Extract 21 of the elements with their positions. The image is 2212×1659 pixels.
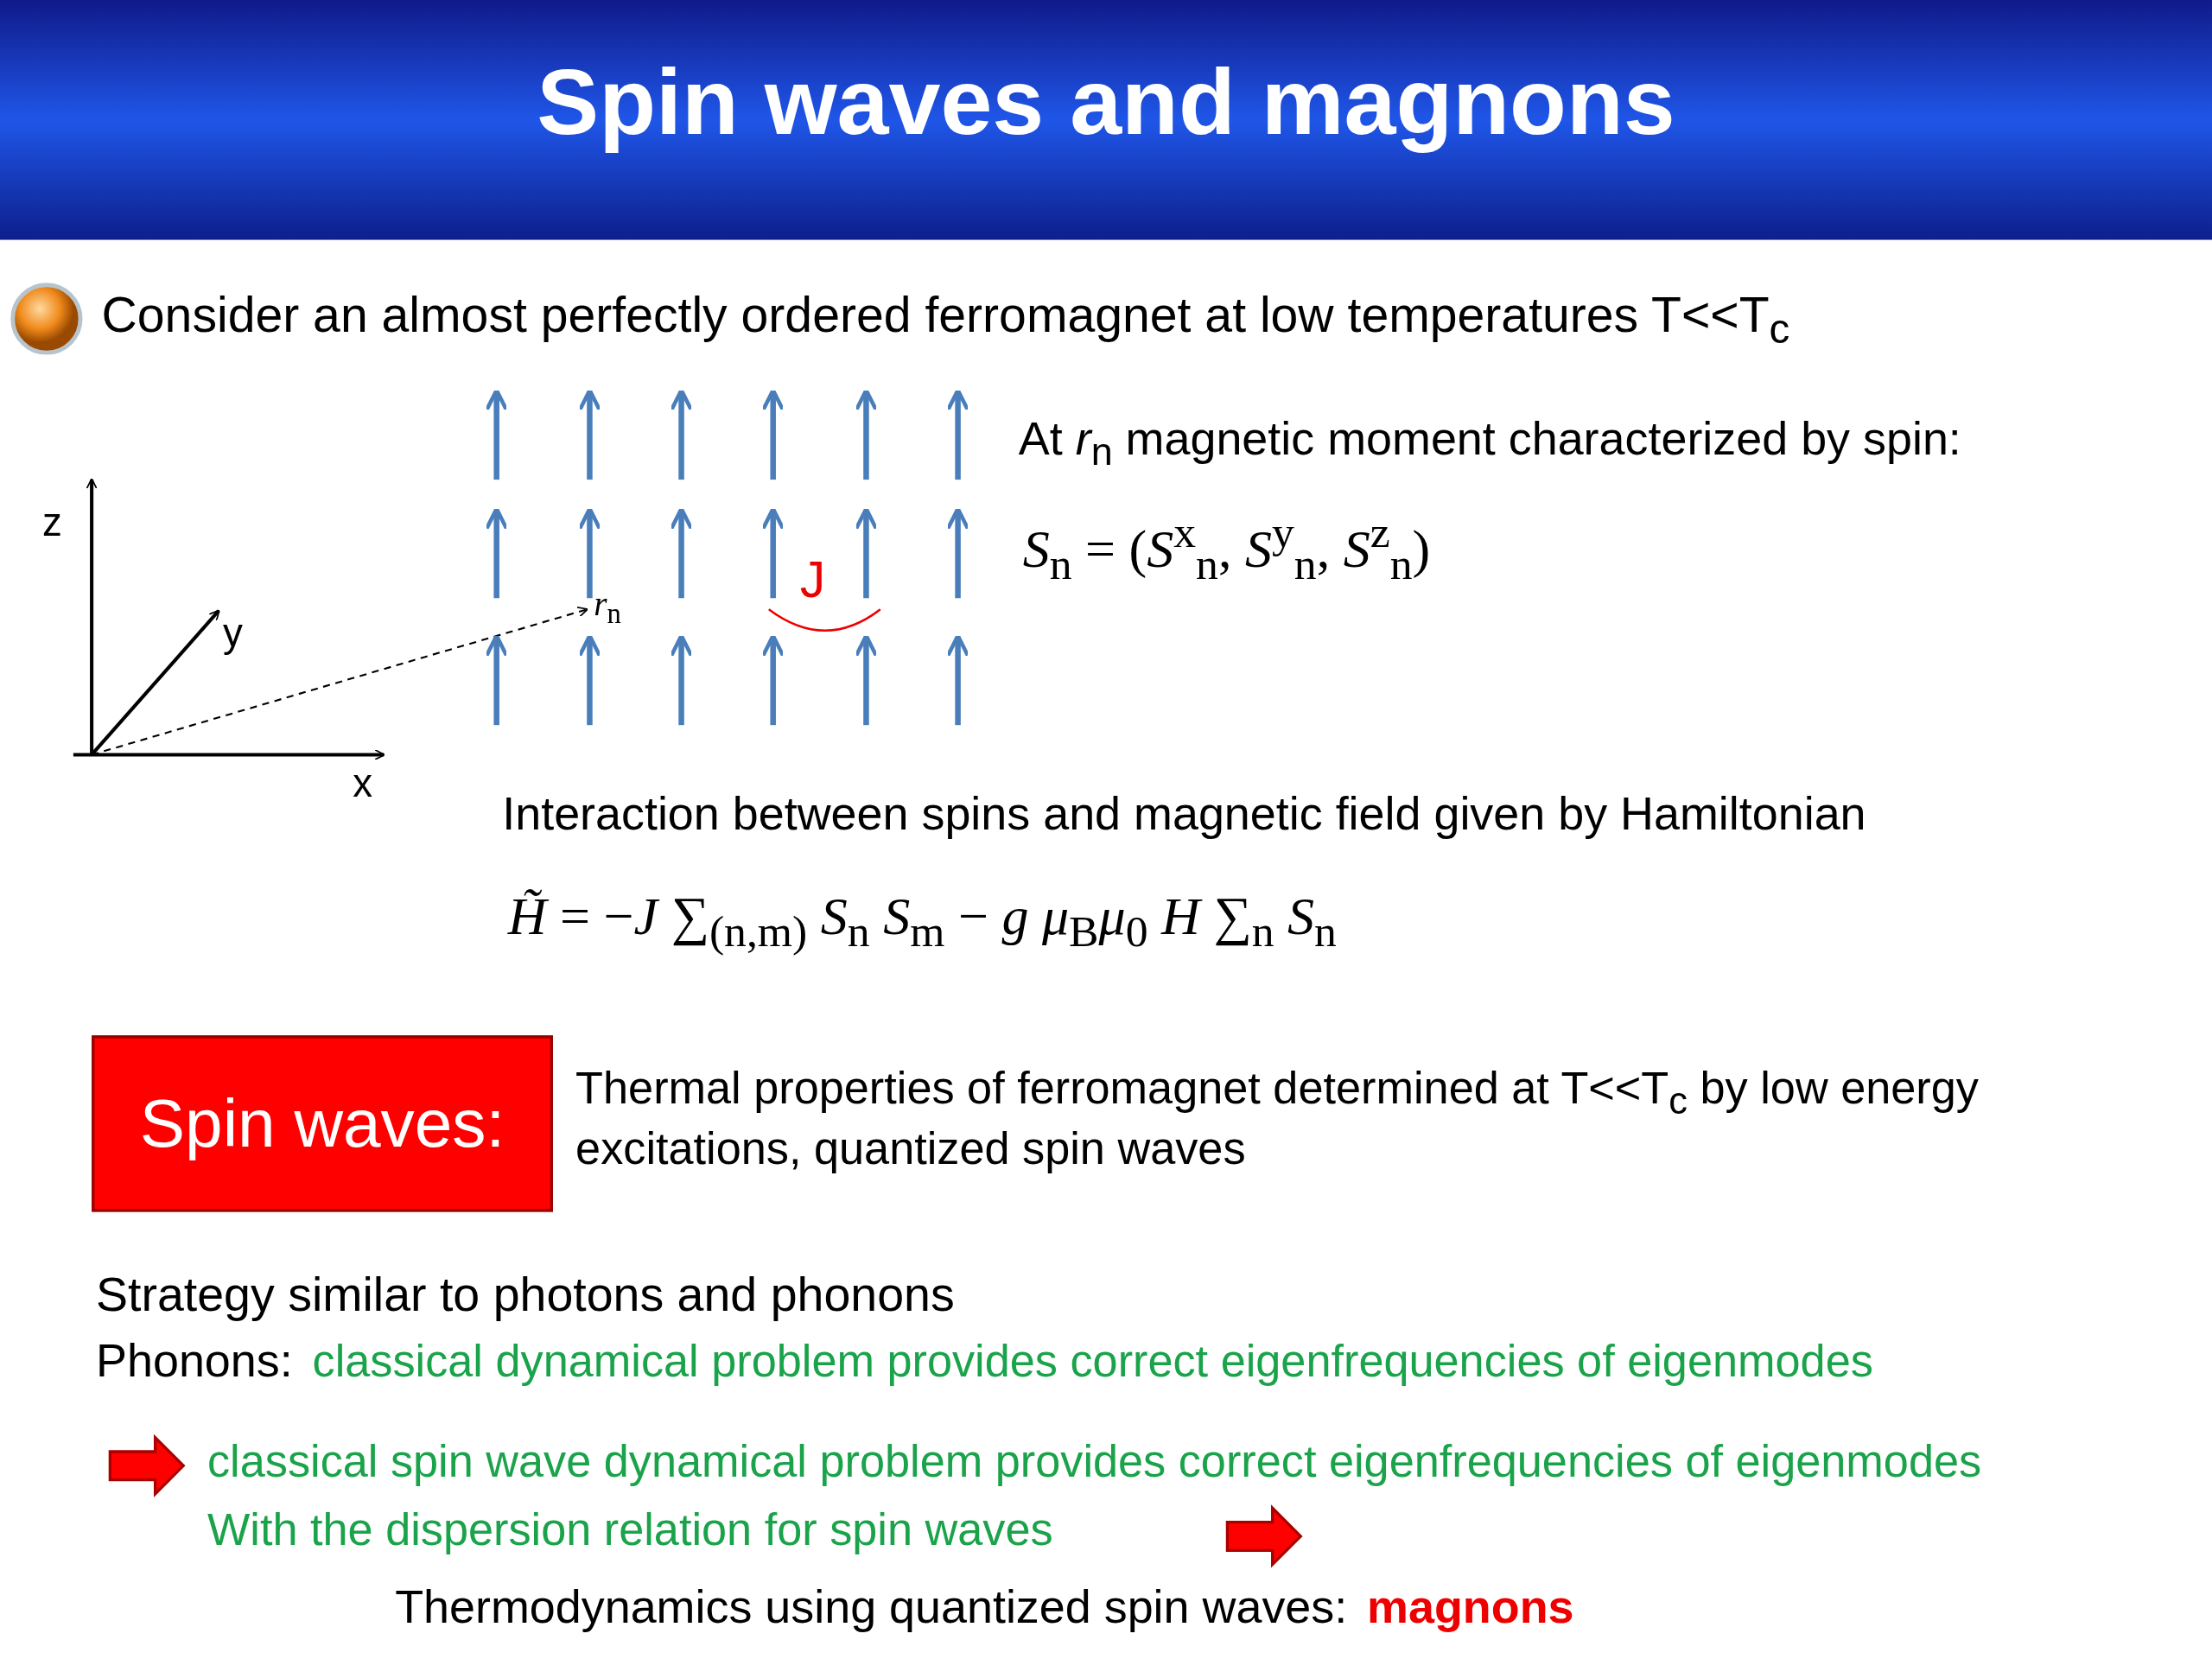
box-heading: Spin waves: <box>139 1085 505 1163</box>
axis-label: x <box>353 761 372 808</box>
row-heading: Phonons: <box>96 1334 293 1389</box>
note-text: With the dispersion relation for spin waves <box>207 1503 1053 1556</box>
highlight-box <box>92 1035 553 1212</box>
note-text: classical dynamical problem provides correct eigenfrequencies of eigenmodes <box>312 1336 1873 1389</box>
slide-title: Spin waves and magnons <box>536 49 1676 156</box>
hamiltonian-formula: H̃ = −J ∑$_{(n,m)}$ S$_{n}$ S$_{m}$ − g μ$_{B}$μ$_{0}$ H ∑$_{n}$ S$_{n}$ <box>507 886 1337 958</box>
strategy-text: Strategy similar to photons and phonons <box>96 1267 955 1322</box>
axis-label: z <box>42 500 62 547</box>
note-text: classical spin wave dynamical problem provides correct eigenfrequencies of eigenmodes <box>207 1436 1982 1489</box>
description-text: Interaction between spins and magnetic field given by Hamiltonian <box>502 787 1866 841</box>
spin-formula: S$_{n}$ = (S$^{x}$$_{n}$, S$^{y}$$_{n}$, S$^{z}$$_{n}$) <box>1022 507 1431 591</box>
keyword: magnons <box>1367 1580 1574 1634</box>
axis-label: y <box>222 610 243 657</box>
coupling-label: J <box>799 550 826 609</box>
conclusion-text: Thermodynamics using quantized spin waves: <box>395 1580 1348 1634</box>
description-text: Thermal properties of ferromagnet determined at T<<T$_{c}$ by low energy excitations, quantized spin waves <box>575 1062 1980 1175</box>
vector-label: r$_{n}$ <box>594 585 621 631</box>
bullet-text: Consider an almost perfectly ordered ferromagnet at low temperatures T<<T$_{c}$ <box>101 286 1790 353</box>
description-text: At r$_{n}$ magnetic moment characterized by spin: <box>1018 411 1961 474</box>
